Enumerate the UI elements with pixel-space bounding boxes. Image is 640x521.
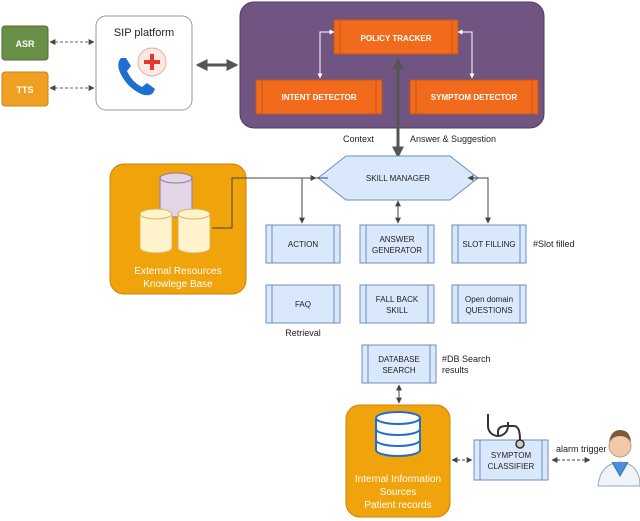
external-resources-line2: Knowlege Base xyxy=(143,279,213,290)
internal-sources-line1: Internal Information xyxy=(355,474,441,485)
answer-generator-line1: ANSWER xyxy=(379,235,414,244)
database-search-line1: DATABASE xyxy=(378,355,420,364)
skill-slot-connector xyxy=(467,175,491,224)
policy-tracker-label: POLICY TRACKER xyxy=(361,34,432,43)
sip-platform-label: SIP platform xyxy=(114,27,174,39)
db-results-line1: #DB Search xyxy=(442,354,491,364)
external-resources-line1: External Resources xyxy=(134,266,221,277)
sip-platform-box: SIP platform xyxy=(95,15,193,111)
action-box: ACTION xyxy=(265,224,341,264)
faq-label: FAQ xyxy=(295,300,311,309)
slot-filled-label: #Slot filled xyxy=(533,239,575,249)
doctor-icon xyxy=(597,430,640,487)
dialog-management-panel: POLICY TRACKER INTENT DETECTOR SYMPTOM D… xyxy=(239,1,545,129)
database-search-line2: SEARCH xyxy=(382,366,416,375)
answer-generator-box: ANSWER GENERATOR xyxy=(359,224,435,264)
alarm-trigger-label: alarm trigger xyxy=(556,444,607,454)
skill-manager-label: SKILL MANAGER xyxy=(366,174,430,183)
intent-detector-box: INTENT DETECTOR xyxy=(255,79,383,115)
asr-label: ASR xyxy=(15,39,35,49)
open-domain-line1: Open domain xyxy=(465,295,513,304)
symptom-detector-label: SYMPTOM DETECTOR xyxy=(431,93,518,102)
intent-detector-label: INTENT DETECTOR xyxy=(282,93,357,102)
internal-sources-box: Internal Information Sources Patient rec… xyxy=(345,404,451,518)
internal-sources-line2: Sources xyxy=(380,487,417,498)
policy-intent-connector xyxy=(317,29,335,79)
answer-generator-line2: GENERATOR xyxy=(372,246,422,255)
fallback-skill-box: FALL BACK SKILL xyxy=(359,284,435,324)
faq-box: FAQ xyxy=(265,284,341,324)
fallback-line1: FALL BACK xyxy=(376,295,419,304)
database-icon xyxy=(375,411,421,457)
open-domain-box: Open domain QUESTIONS xyxy=(451,284,527,324)
action-label: ACTION xyxy=(288,240,318,249)
external-resources-box: External Resources Knowlege Base xyxy=(109,163,247,295)
retrieval-label: Retrieval xyxy=(285,328,321,338)
asr-box: ASR xyxy=(1,25,49,61)
skill-manager-hexagon: SKILL MANAGER xyxy=(317,155,479,201)
db-results-line2: results xyxy=(442,365,469,375)
database-search-box: DATABASE SEARCH xyxy=(361,344,437,384)
external-skill-connector xyxy=(212,175,317,229)
tts-box: TTS xyxy=(1,71,49,107)
tts-label: TTS xyxy=(17,85,34,95)
policy-tracker-box: POLICY TRACKER xyxy=(333,19,459,55)
skill-action-connector xyxy=(299,177,328,224)
slot-filling-label: SLOT FILLING xyxy=(462,240,515,249)
database-icon xyxy=(139,172,211,254)
context-label: Context xyxy=(343,134,375,144)
symptom-classifier-line1: SYMPTOM xyxy=(491,451,532,460)
symptom-detector-box: SYMPTOM DETECTOR xyxy=(409,79,539,115)
fallback-line2: SKILL xyxy=(386,306,408,315)
symptom-classifier-box: SYMPTOM CLASSIFIER xyxy=(473,439,549,481)
open-domain-line2: QUESTIONS xyxy=(465,306,512,315)
answer-suggestion-label: Answer & Suggestion xyxy=(410,134,496,144)
stethoscope-icon xyxy=(487,414,525,449)
phone-medical-icon xyxy=(118,47,167,96)
internal-sources-line3: Patient records xyxy=(364,500,431,511)
symptom-classifier-line2: CLASSIFIER xyxy=(488,462,535,471)
policy-symptom-connector xyxy=(457,29,475,79)
slot-filling-box: SLOT FILLING xyxy=(451,224,527,264)
